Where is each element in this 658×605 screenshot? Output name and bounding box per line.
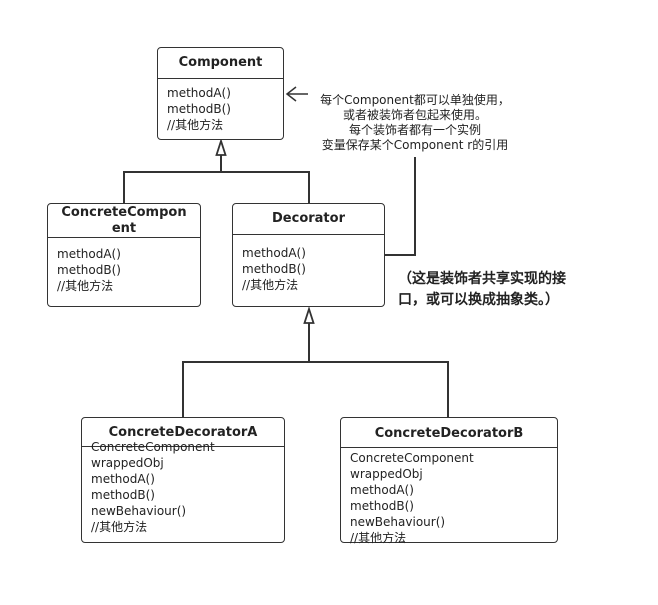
member-line: wrappedObj [91, 456, 164, 470]
association-arrowhead-component [285, 86, 297, 102]
member-line: //其他方法 [350, 531, 407, 545]
inheritance-line-concrete-component [123, 155, 222, 203]
association-line-decorator-component [385, 157, 416, 256]
member-line: methodA() [242, 246, 306, 260]
member-line: methodA() [91, 472, 155, 486]
class-members-component: methodA() methodB() //其他方法 [158, 79, 283, 133]
member-line: methodA() [167, 86, 231, 100]
note-line: 口，或可以换成抽象类。） [398, 292, 559, 308]
decorator-interface-note: （这是装饰者共享实现的接 口，或可以换成抽象类。） [398, 269, 566, 311]
inheritance-line-concrete-decorator-b [309, 361, 449, 417]
member-line: ConcreteComponent [350, 451, 474, 465]
inheritance-line-decorator [221, 171, 310, 203]
class-title-concrete-decorator-b: ConcreteDecoratorB [341, 418, 557, 448]
inheritance-arrowhead-component [215, 138, 227, 156]
annotation-line: 变量保存某个Component r的引用 [321, 138, 509, 152]
annotation-line: 或者被装饰者包起来使用。 [342, 108, 487, 122]
class-members-concrete-component: methodA() methodB() //其他方法 [48, 238, 200, 294]
class-box-concrete-component: ConcreteComponent methodA() methodB() //… [47, 203, 201, 307]
member-line: methodB() [167, 102, 231, 116]
member-line: newBehaviour() [91, 504, 187, 518]
member-line: methodB() [57, 263, 121, 277]
annotation-line: 每个Component都可以单独使用， [320, 93, 510, 107]
class-members-decorator: methodA() methodB() //其他方法 [233, 235, 384, 293]
class-title-concrete-decorator-a: ConcreteDecoratorA [82, 418, 284, 447]
member-line: wrappedObj [350, 467, 423, 481]
member-line: methodA() [350, 483, 414, 497]
class-box-decorator: Decorator methodA() methodB() //其他方法 [232, 203, 385, 307]
member-line: methodB() [242, 262, 306, 276]
class-box-concrete-decorator-b: ConcreteDecoratorB ConcreteComponent wra… [340, 417, 558, 546]
member-line: methodB() [91, 488, 155, 502]
inheritance-line-concrete-decorator-a [182, 323, 310, 417]
class-members-concrete-decorator-b: ConcreteComponent wrappedObj methodA() m… [341, 448, 557, 546]
class-title-concrete-component: ConcreteComponent [48, 204, 200, 238]
note-line: （这是装饰者共享实现的接 [398, 271, 566, 287]
class-title-component: Component [158, 48, 283, 79]
class-box-concrete-decorator-a: ConcreteDecoratorA ConcreteComponent wra… [81, 417, 285, 543]
member-line: //其他方法 [242, 278, 299, 292]
inheritance-arrowhead-decorator [303, 306, 315, 324]
class-box-component: Component methodA() methodB() //其他方法 [157, 47, 284, 140]
annotation-line: 每个装饰者都有一个实例 [348, 123, 481, 137]
member-line: methodB() [350, 499, 414, 513]
member-line: //其他方法 [167, 118, 224, 132]
class-title-decorator: Decorator [233, 204, 384, 235]
member-line: //其他方法 [91, 520, 148, 534]
member-line: ConcreteComponent [91, 440, 215, 454]
annotation-wrapping-note: 每个Component都可以单独使用， 或者被装饰者包起来使用。 每个装饰者都有… [308, 93, 522, 153]
class-members-concrete-decorator-a: ConcreteComponent wrappedObj methodA() m… [82, 439, 284, 535]
member-line: newBehaviour() [350, 515, 446, 529]
member-line: methodA() [57, 247, 121, 261]
member-line: //其他方法 [57, 279, 114, 293]
